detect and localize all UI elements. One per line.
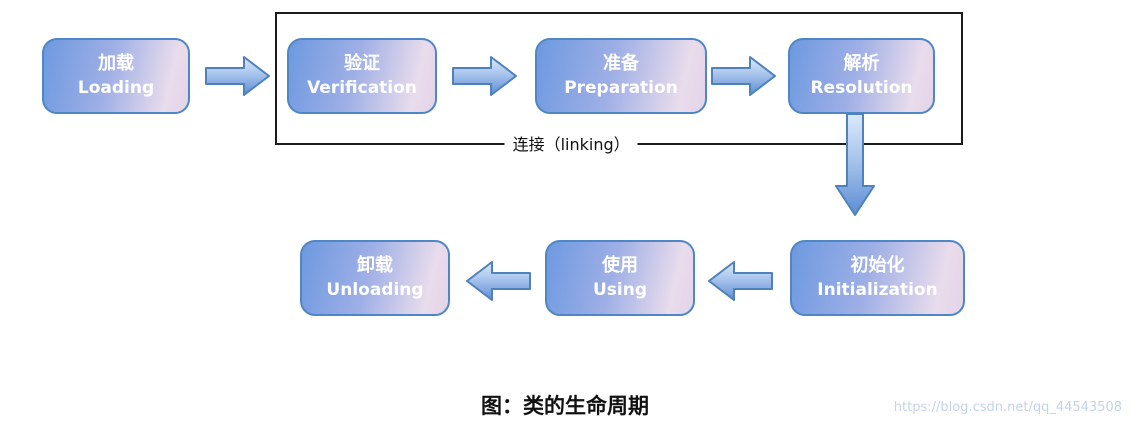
stage-unloading-label-zh: 卸载 xyxy=(357,255,393,277)
stage-using: 使用 Using xyxy=(545,240,695,316)
stage-resolution: 解析 Resolution xyxy=(788,38,935,114)
stage-resolution-label-en: Resolution xyxy=(810,77,913,98)
stage-using-label-en: Using xyxy=(592,279,648,300)
stage-preparation: 准备 Preparation xyxy=(535,38,707,114)
stage-initialization: 初始化 Initialization xyxy=(790,240,965,316)
stage-loading: 加载 Loading xyxy=(42,38,190,114)
watermark-text: https://blog.csdn.net/qq_44543508 xyxy=(893,400,1122,415)
linking-group-box: 连接（linking） xyxy=(275,12,963,155)
stage-resolution-label-zh: 解析 xyxy=(843,53,880,75)
down-arrow-icon xyxy=(835,113,875,216)
right-arrow-icon xyxy=(452,56,517,96)
stage-initialization-label-zh: 初始化 xyxy=(850,255,905,277)
stage-loading-label-zh: 加载 xyxy=(98,53,134,75)
diagram-caption: 图：类的生命周期 xyxy=(481,394,649,418)
stage-verification-label-en: Verification xyxy=(307,77,417,98)
stage-unloading-label-en: Unloading xyxy=(326,279,424,300)
stage-using-label-zh: 使用 xyxy=(602,255,638,277)
right-arrow-icon xyxy=(711,56,776,96)
stage-unloading: 卸载 Unloading xyxy=(300,240,450,316)
left-arrow-icon xyxy=(466,261,531,301)
stage-initialization-label-en: Initialization xyxy=(817,279,938,300)
stage-loading-label-en: Loading xyxy=(77,77,155,98)
stage-verification-label-zh: 验证 xyxy=(344,53,380,75)
stage-preparation-label-zh: 准备 xyxy=(603,53,639,75)
right-arrow-icon xyxy=(205,56,270,96)
linking-group-label: 连接（linking） xyxy=(504,131,638,155)
stage-verification: 验证 Verification xyxy=(287,38,437,114)
left-arrow-icon xyxy=(708,261,773,301)
stage-preparation-label-en: Preparation xyxy=(564,77,678,98)
